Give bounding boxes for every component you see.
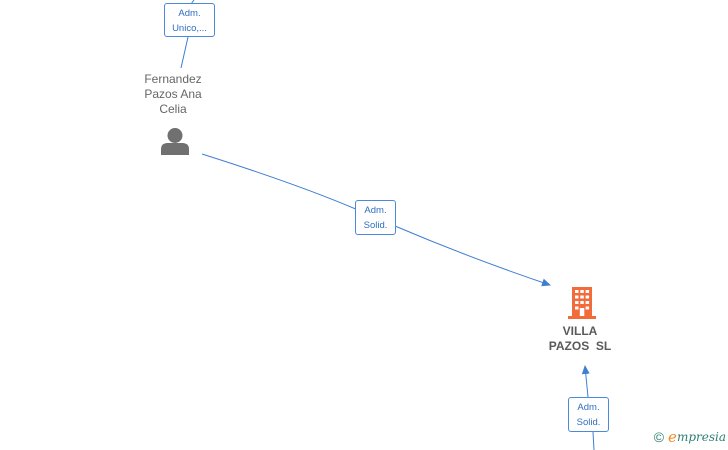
building-icon[interactable] bbox=[566, 285, 598, 320]
edge-label-line: Adm. bbox=[364, 205, 387, 216]
copyright-icon: © bbox=[653, 429, 665, 445]
edge-label-line: Unico,... bbox=[172, 23, 207, 34]
person-name-line: Celia bbox=[159, 102, 187, 116]
edge-label-adm-solid-middle[interactable]: Adm. Solid. bbox=[355, 200, 396, 235]
edge-label-line: Solid. bbox=[363, 220, 388, 231]
edge-label-line: Solid. bbox=[576, 417, 601, 428]
company-name-line: VILLA bbox=[562, 324, 598, 338]
brand-logo: © e mpresia bbox=[654, 428, 726, 446]
edge-label-line: Adm. bbox=[577, 402, 600, 413]
brand-name: mpresia bbox=[676, 430, 726, 444]
person-name-line: Pazos Ana bbox=[144, 87, 202, 101]
company-name-line: PAZOS SL bbox=[548, 339, 612, 353]
person-name-line: Fernandez bbox=[144, 72, 202, 86]
company-name[interactable]: VILLA PAZOS SL bbox=[530, 324, 630, 354]
edge-label-line: Adm. bbox=[178, 8, 201, 19]
person-name[interactable]: Fernandez Pazos Ana Celia bbox=[123, 72, 223, 117]
person-icon[interactable] bbox=[160, 127, 190, 156]
edge-label-adm-solid-bottom[interactable]: Adm. Solid. bbox=[568, 397, 609, 432]
edge-bottom-line-arrow bbox=[581, 365, 590, 398]
edge-middle-line-arrow bbox=[394, 225, 551, 287]
edge-bottom-line bbox=[592, 431, 595, 450]
brand-e: e bbox=[668, 428, 677, 446]
edge-middle-line bbox=[201, 153, 359, 211]
edge-label-adm-unico[interactable]: Adm. Unico,... bbox=[164, 3, 215, 37]
edge-top-line-lower bbox=[180, 36, 189, 69]
